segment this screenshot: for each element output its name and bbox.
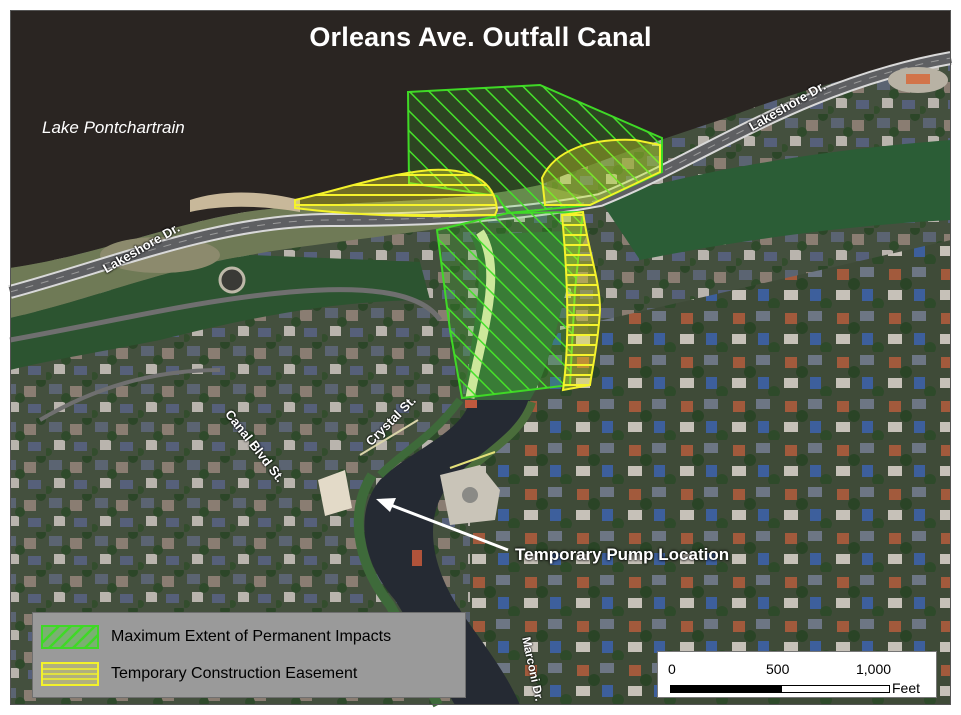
yellow-hatch-swatch-icon	[41, 662, 99, 686]
construction-easement-area	[294, 138, 661, 392]
scale-bar: 0 500 1,000 Feet	[657, 651, 937, 698]
pump-location-label: Temporary Pump Location	[515, 545, 730, 564]
scale-bar-empty	[781, 685, 890, 693]
map-title: Orleans Ave. Outfall Canal	[309, 22, 652, 52]
legend-item-construction-easement: Temporary Construction Easement	[41, 661, 357, 687]
scale-tick-0: 0	[668, 661, 676, 677]
lake-label: Lake Pontchartrain	[42, 118, 185, 137]
legend-item-permanent-impacts: Maximum Extent of Permanent Impacts	[41, 624, 391, 650]
scale-tick-500: 500	[766, 661, 790, 677]
pump-location-arrow	[376, 498, 509, 552]
scale-bar-filled	[670, 685, 782, 693]
legend-label: Temporary Construction Easement	[111, 665, 358, 682]
green-hatch-swatch-icon	[41, 625, 99, 649]
scale-unit: Feet	[892, 680, 921, 696]
map-legend: Maximum Extent of Permanent Impacts Temp…	[32, 612, 466, 698]
permanent-impact-area	[406, 83, 663, 400]
scale-tick-1000: 1,000	[856, 661, 892, 677]
legend-label: Maximum Extent of Permanent Impacts	[111, 628, 392, 645]
